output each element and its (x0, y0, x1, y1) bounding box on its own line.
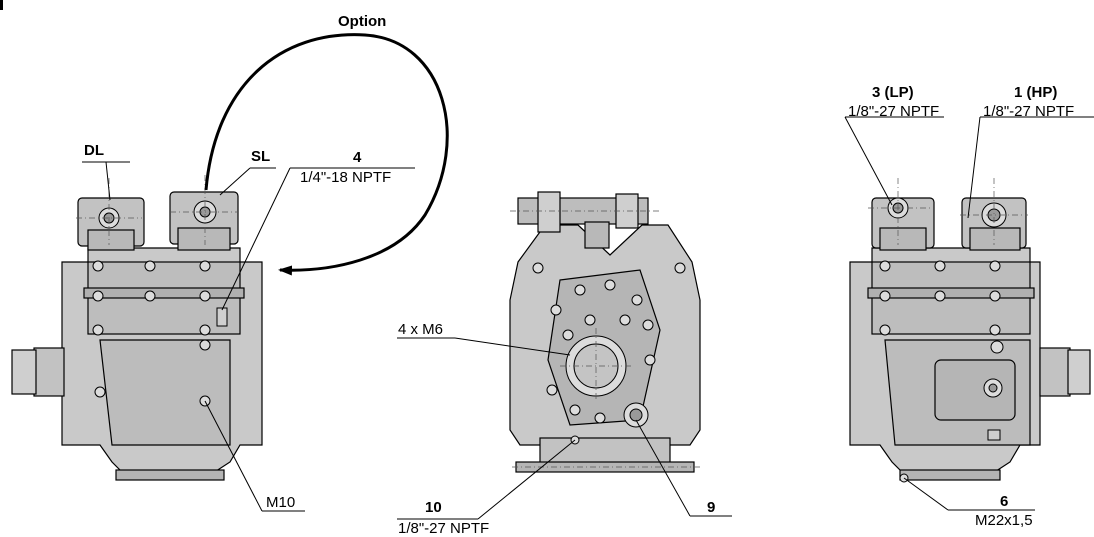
left-side-view (11, 191, 263, 481)
connection-4-number: 4 (353, 149, 362, 166)
m10-label: M10 (266, 494, 296, 511)
connection-6-spec: M22x1,5 (975, 512, 1033, 529)
connection-1-spec: 1/8"-27 NPTF (983, 103, 1075, 120)
right-centerlines (868, 178, 1028, 245)
option-label: Option (338, 13, 387, 30)
connection-3-number: 3 (LP) (872, 84, 914, 101)
connection-10-spec: 1/8"-27 NPTF (398, 520, 490, 537)
connection-10-number: 10 (425, 499, 442, 516)
connection-4-spec: 1/4"-18 NPTF (300, 169, 392, 186)
front-view (509, 191, 701, 473)
corner-mark (0, 0, 3, 10)
left-leaders (82, 161, 415, 512)
dl-label: DL (84, 142, 104, 159)
connection-9-number: 9 (707, 499, 716, 516)
front-bolts (532, 262, 686, 445)
connection-3-spec: 1/8"-27 NPTF (848, 103, 940, 120)
right-bolts (879, 197, 1007, 483)
sl-label: SL (251, 148, 271, 165)
connection-1-number: 1 (HP) (1014, 84, 1058, 101)
m6-label: 4 x M6 (398, 321, 444, 338)
front-leaders (397, 337, 732, 520)
right-side-view (849, 197, 1091, 481)
front-centerlines (510, 210, 700, 468)
left-centerlines (76, 175, 238, 245)
right-leaders (844, 116, 1094, 511)
option-arrow (204, 33, 449, 276)
connection-6-number: 6 (1000, 493, 1009, 510)
